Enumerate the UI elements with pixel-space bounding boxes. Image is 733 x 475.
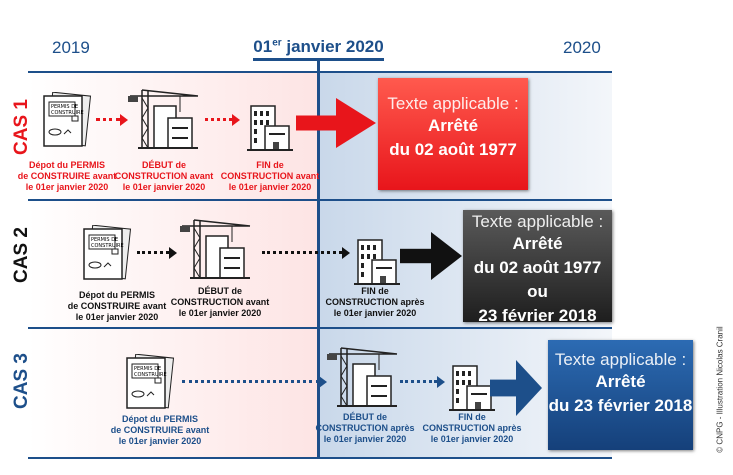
key-date: 01er janvier 2020 — [253, 37, 384, 56]
svg-text:CONSTRUIRE: CONSTRUIRE — [91, 243, 124, 249]
result-line: Arrêté — [595, 372, 646, 391]
dotted-arrow — [205, 114, 240, 126]
result-arrow — [490, 360, 542, 416]
svg-text:PERMIS DE: PERMIS DE — [91, 237, 118, 243]
result-arrow — [296, 98, 376, 148]
divider — [28, 199, 612, 201]
finished-building-icon — [447, 362, 497, 417]
result-line: ou — [527, 282, 548, 301]
crane-construction-icon — [128, 88, 202, 155]
year-2020: 2020 — [563, 38, 601, 57]
finished-building-icon — [245, 102, 295, 157]
svg-text:CONSTRUIRE: CONSTRUIRE — [51, 110, 84, 116]
dotted-arrow — [400, 376, 445, 388]
case-label: CAS 1 — [11, 99, 32, 155]
year-2019: 2019 — [52, 38, 90, 57]
applicable-text-box: Texte applicable : Arrêté du 02 août 1977 — [378, 78, 528, 190]
case-label: CAS 2 — [11, 227, 32, 283]
finished-building-icon — [352, 236, 402, 291]
applicable-text-box: Texte applicable : Arrêté du 23 février 20… — [548, 340, 693, 450]
dotted-arrow — [262, 247, 350, 259]
svg-text:PERMIS DE: PERMIS DE — [51, 104, 78, 110]
date-line — [317, 58, 320, 458]
applicable-text-box: Texte applicable : Arrêté du 02 août 1977 o… — [463, 210, 612, 325]
dotted-arrow — [137, 247, 177, 259]
dotted-arrow — [96, 114, 128, 126]
divider — [28, 457, 612, 459]
result-title: Texte applicable : — [471, 212, 604, 231]
result-line: Arrêté — [427, 116, 479, 135]
divider — [28, 71, 612, 73]
case-label: CAS 3 — [11, 353, 32, 409]
result-line: du 23 février 2018 — [548, 396, 693, 415]
crane-construction-icon — [180, 218, 254, 285]
result-title: Texte applicable : — [387, 94, 519, 113]
crane-construction-icon — [327, 346, 401, 413]
result-line: 23 février 2018 — [478, 306, 597, 325]
result-title: Texte applicable : — [554, 350, 687, 369]
dotted-arrow — [182, 376, 327, 388]
credit: © CNPG - Illustration Nicolas Cranil — [715, 326, 725, 453]
result-arrow — [400, 232, 462, 280]
result-line: du 02 août 1977 — [389, 140, 517, 159]
svg-text:PERMIS DE: PERMIS DE — [134, 366, 161, 372]
result-line: du 02 août 1977 — [473, 258, 602, 277]
divider — [28, 327, 612, 329]
result-line: Arrêté — [512, 234, 563, 253]
svg-text:CONSTRUIRE: CONSTRUIRE — [134, 372, 167, 378]
